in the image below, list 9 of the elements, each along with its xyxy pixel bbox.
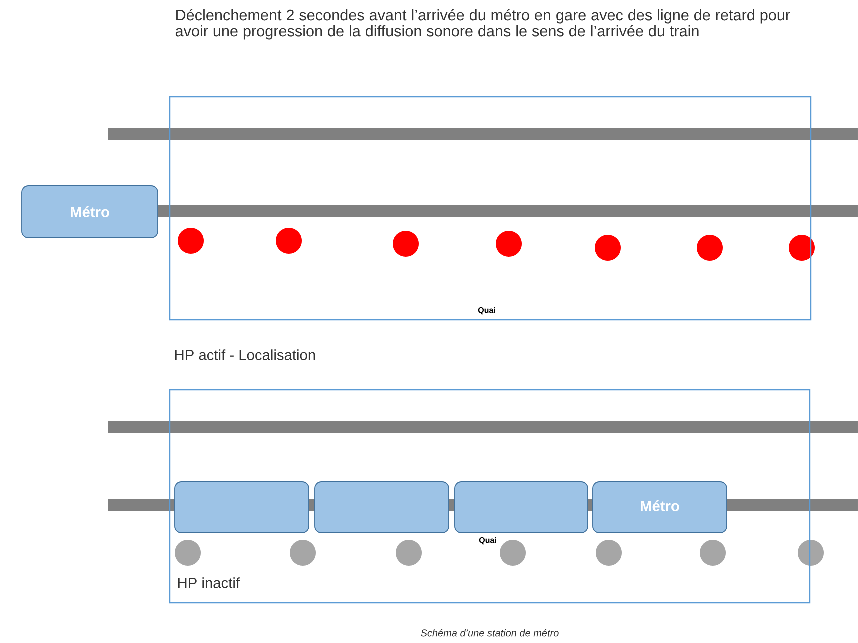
- train-car: Métro: [592, 482, 728, 534]
- section-label: HP actif - Localisation: [175, 350, 316, 360]
- caption: Schéma d’une station de métro: [421, 629, 559, 637]
- title: Déclenchement 2 secondes avant l’arrivée du métro en gare avec des ligne de retard pour avoir une progression de la diffusion sonore dans le sens de l’arrivée du train: [176, 9, 790, 40]
- train-car: Métro: [22, 186, 158, 238]
- platform-box: Quai: [169, 96, 812, 321]
- train-car: [174, 482, 310, 534]
- train-car: [314, 482, 450, 534]
- train-car: [454, 482, 588, 534]
